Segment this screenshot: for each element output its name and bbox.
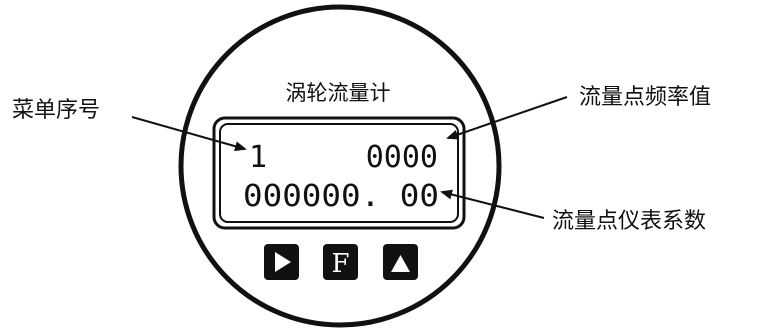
meter-title: 涡轮流量计 bbox=[286, 81, 391, 105]
right-arrow-button[interactable] bbox=[264, 244, 299, 280]
f-function-button[interactable]: F bbox=[323, 244, 358, 280]
lcd-window-frame bbox=[212, 116, 466, 230]
leader-coefficient bbox=[440, 189, 545, 219]
lcd-window-inner-frame bbox=[219, 123, 459, 223]
play-right-icon bbox=[275, 252, 291, 272]
callout-coefficient: 流量点仪表系数 bbox=[552, 209, 706, 234]
leader-frequency bbox=[446, 96, 568, 140]
coefficient-readout: 000000. 00 bbox=[243, 179, 439, 214]
f-button-label: F bbox=[331, 249, 349, 279]
callout-menu-number: 菜单序号 bbox=[12, 98, 100, 123]
menu-index-readout: 1 bbox=[249, 140, 267, 175]
callout-frequency: 流量点频率值 bbox=[579, 85, 711, 110]
frequency-readout: 0000 bbox=[366, 140, 438, 175]
up-arrow-button[interactable] bbox=[383, 244, 418, 280]
triangle-up-icon bbox=[391, 255, 410, 272]
leader-menu-number bbox=[131, 116, 247, 152]
